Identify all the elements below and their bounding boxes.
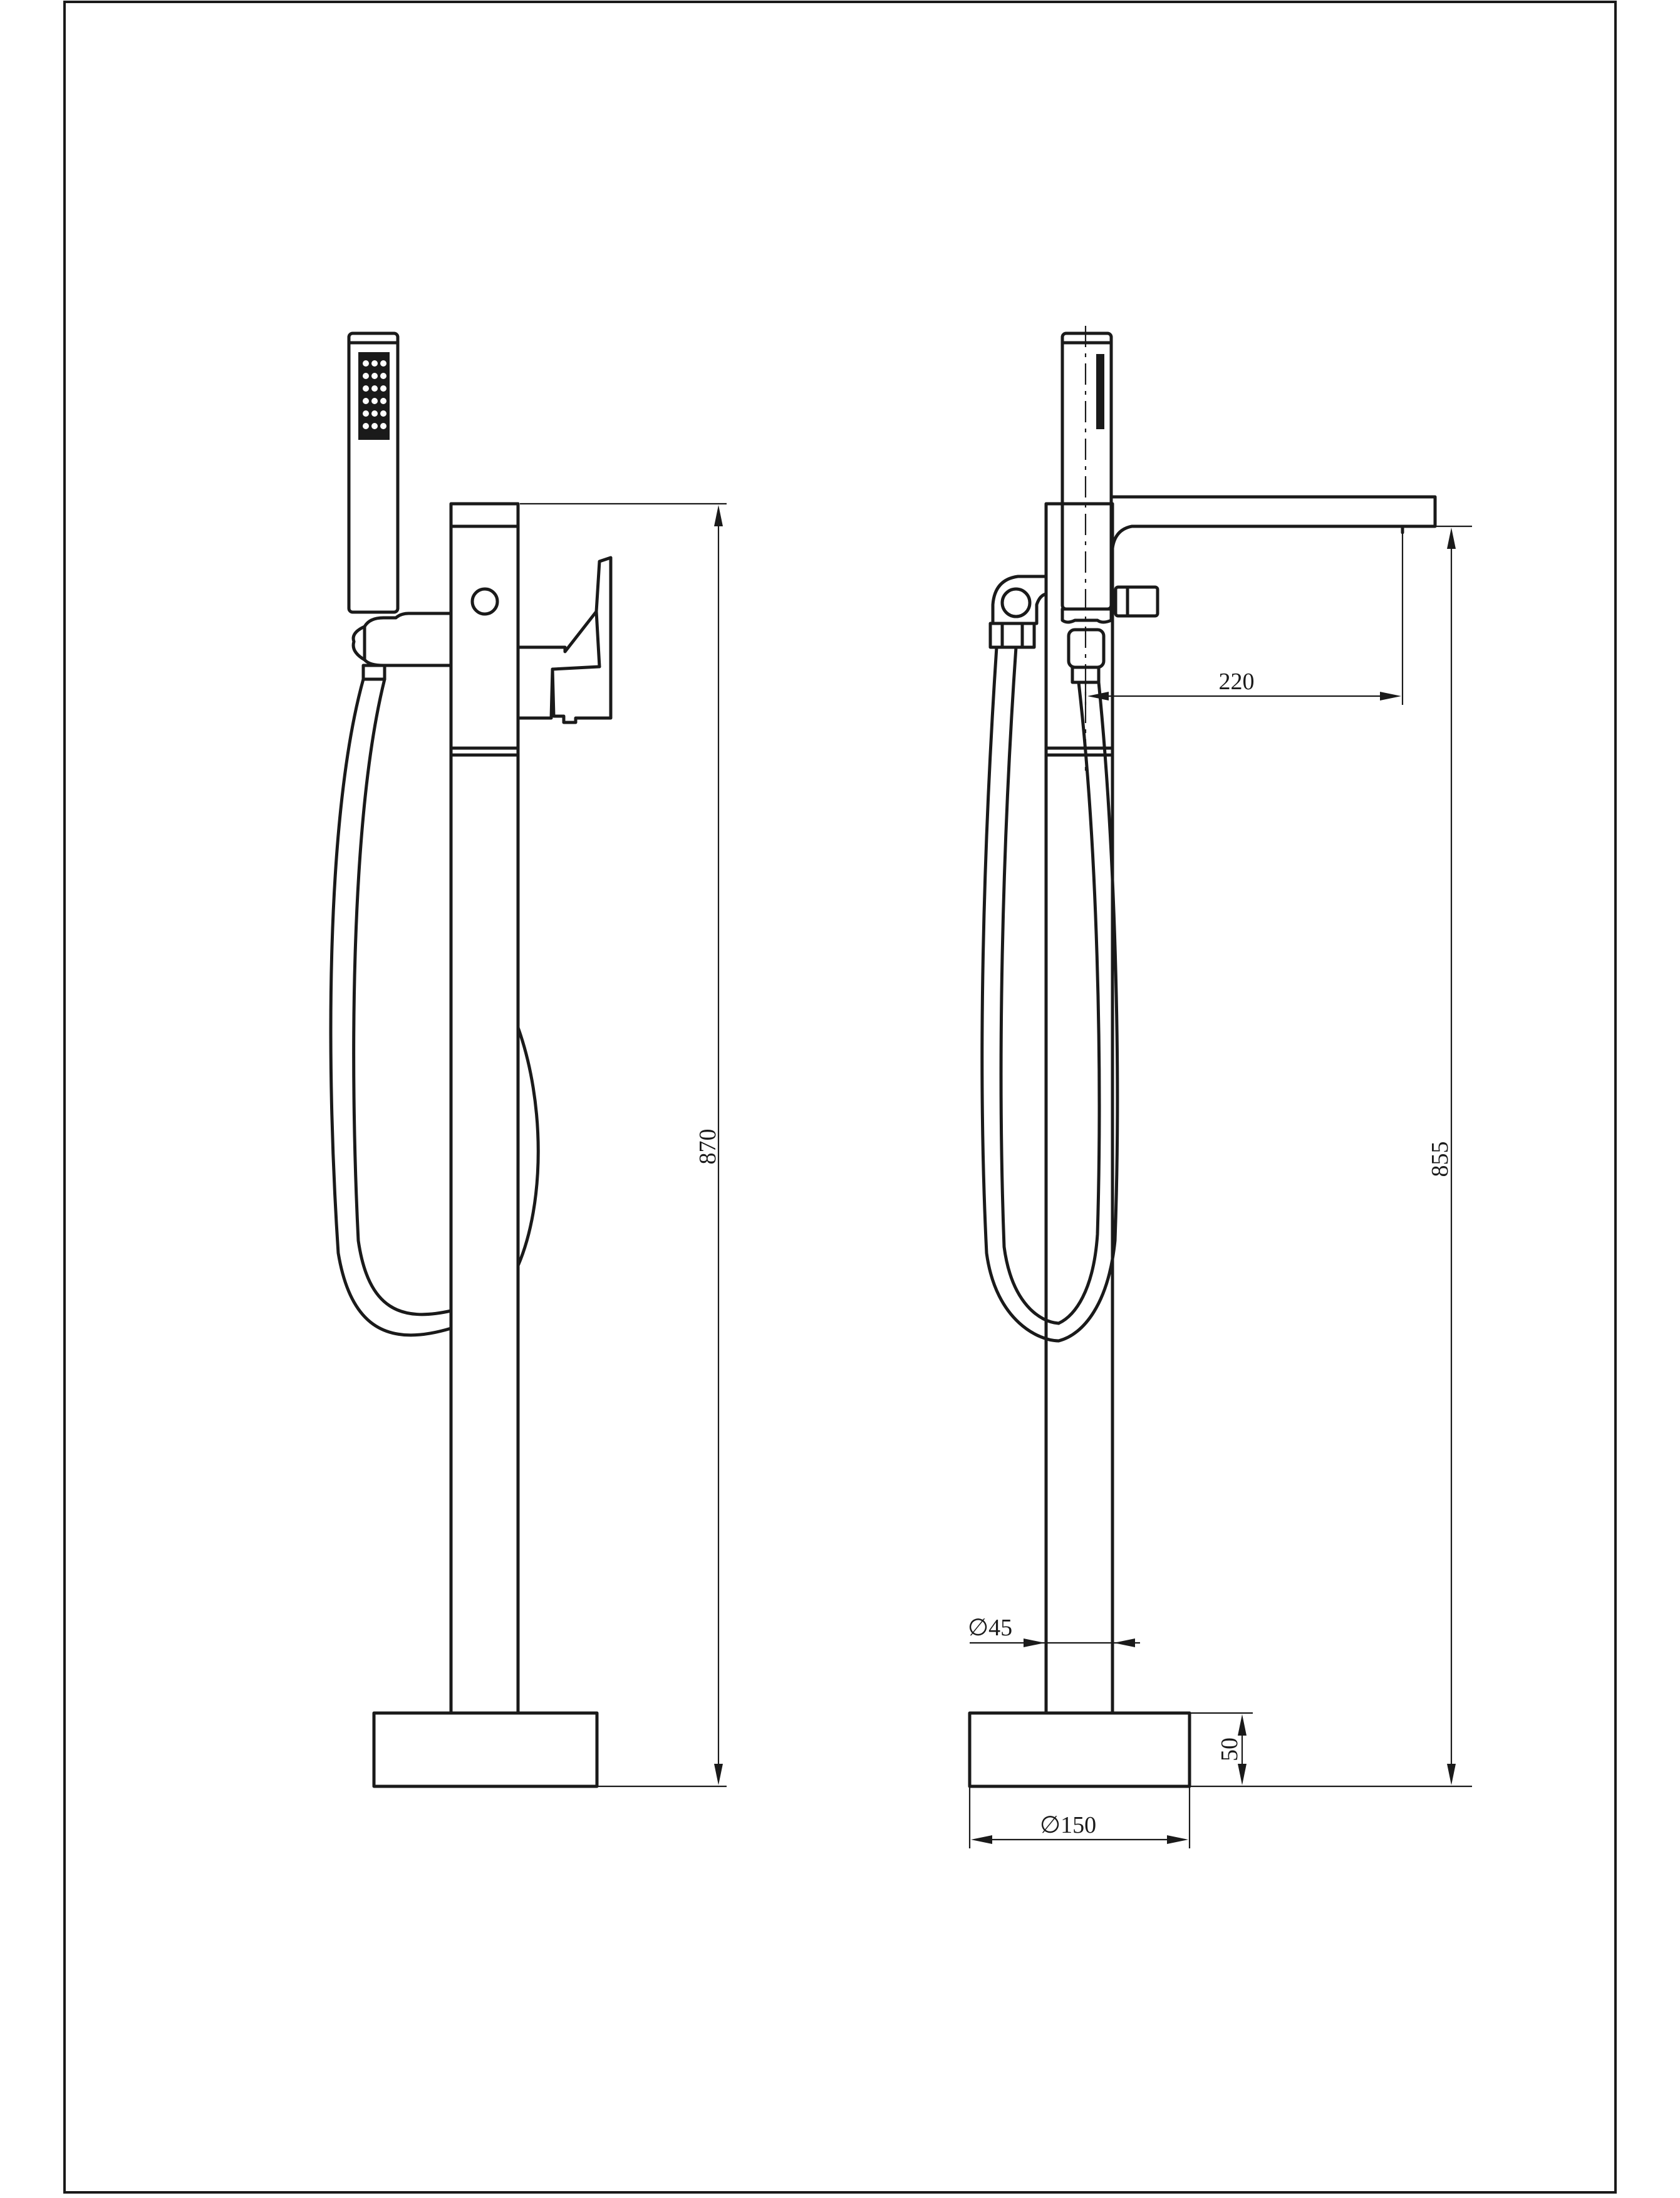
front-spout <box>1111 495 1437 550</box>
side-outlet-circle <box>470 587 499 616</box>
dim-220-arrow-right <box>1380 692 1401 701</box>
front-elbow <box>991 575 1048 625</box>
front-hose-left-inner <box>999 645 1060 1325</box>
side-lever-crease <box>594 610 601 669</box>
dim-870-label: 870 <box>695 1129 721 1165</box>
dim-50-arrow-top <box>1238 1714 1247 1736</box>
dim-150-arrow-right <box>1167 1835 1188 1844</box>
side-view: 870 <box>329 331 727 1788</box>
side-base <box>372 1711 599 1788</box>
front-elbow-nut <box>988 622 1036 649</box>
side-mixer-body <box>449 502 520 757</box>
dim-150-diameter-symbol: ∅ <box>1040 1812 1060 1838</box>
side-lever-handle <box>516 556 613 724</box>
dim-855-arrow-top <box>1447 528 1456 549</box>
dim-45-value: 45 <box>988 1615 1012 1641</box>
front-base <box>968 1711 1191 1788</box>
side-hose-back <box>516 1026 540 1268</box>
front-diverter-knob <box>1114 585 1159 618</box>
dim-45-diameter-symbol: ∅ <box>968 1615 988 1641</box>
front-hose-right-outer <box>1057 680 1119 1343</box>
dim-870-arrow-top <box>714 505 723 526</box>
dim-220-arrow-left <box>1087 692 1109 701</box>
dim-45-label: ∅45 <box>968 1615 1012 1641</box>
front-elbow-ring <box>1000 587 1032 618</box>
dim-50-label: 50 <box>1216 1737 1243 1761</box>
side-column <box>449 753 520 1715</box>
front-body <box>1044 502 1114 757</box>
dim-150-arrow-left <box>971 1835 992 1844</box>
front-hose-right-inner <box>1057 680 1101 1325</box>
sheet-frame <box>63 1 1617 2194</box>
front-column <box>1044 753 1114 1715</box>
dim-150-label: ∅150 <box>1040 1812 1096 1838</box>
dim-220-label: 220 <box>1219 669 1255 695</box>
side-shower-nozzles <box>363 360 386 429</box>
front-view: 220 855 ∅45 50 ∅150 <box>968 326 1472 1848</box>
front-hose-left-outer <box>980 645 1060 1343</box>
dim-150-value: 150 <box>1060 1812 1096 1838</box>
front-holder <box>1060 607 1113 624</box>
side-hose-outer <box>329 677 453 1337</box>
side-hose-connector <box>361 664 386 681</box>
dim-50-arrow-bottom <box>1238 1764 1247 1785</box>
side-lever-crease-2 <box>551 665 601 671</box>
front-shower-spray-face <box>1096 354 1104 429</box>
dim-855-label: 855 <box>1427 1142 1453 1177</box>
dim-45-arrow-right <box>1114 1638 1135 1647</box>
side-holder-bracket <box>363 612 453 667</box>
dim-870-arrow-bottom <box>714 1764 723 1785</box>
dim-855-arrow-bottom <box>1447 1764 1456 1785</box>
side-hose-inner <box>352 677 453 1316</box>
side-holder-cup <box>351 625 366 662</box>
side-hand-shower <box>347 331 400 614</box>
dim-45-arrow-left <box>1024 1638 1045 1647</box>
